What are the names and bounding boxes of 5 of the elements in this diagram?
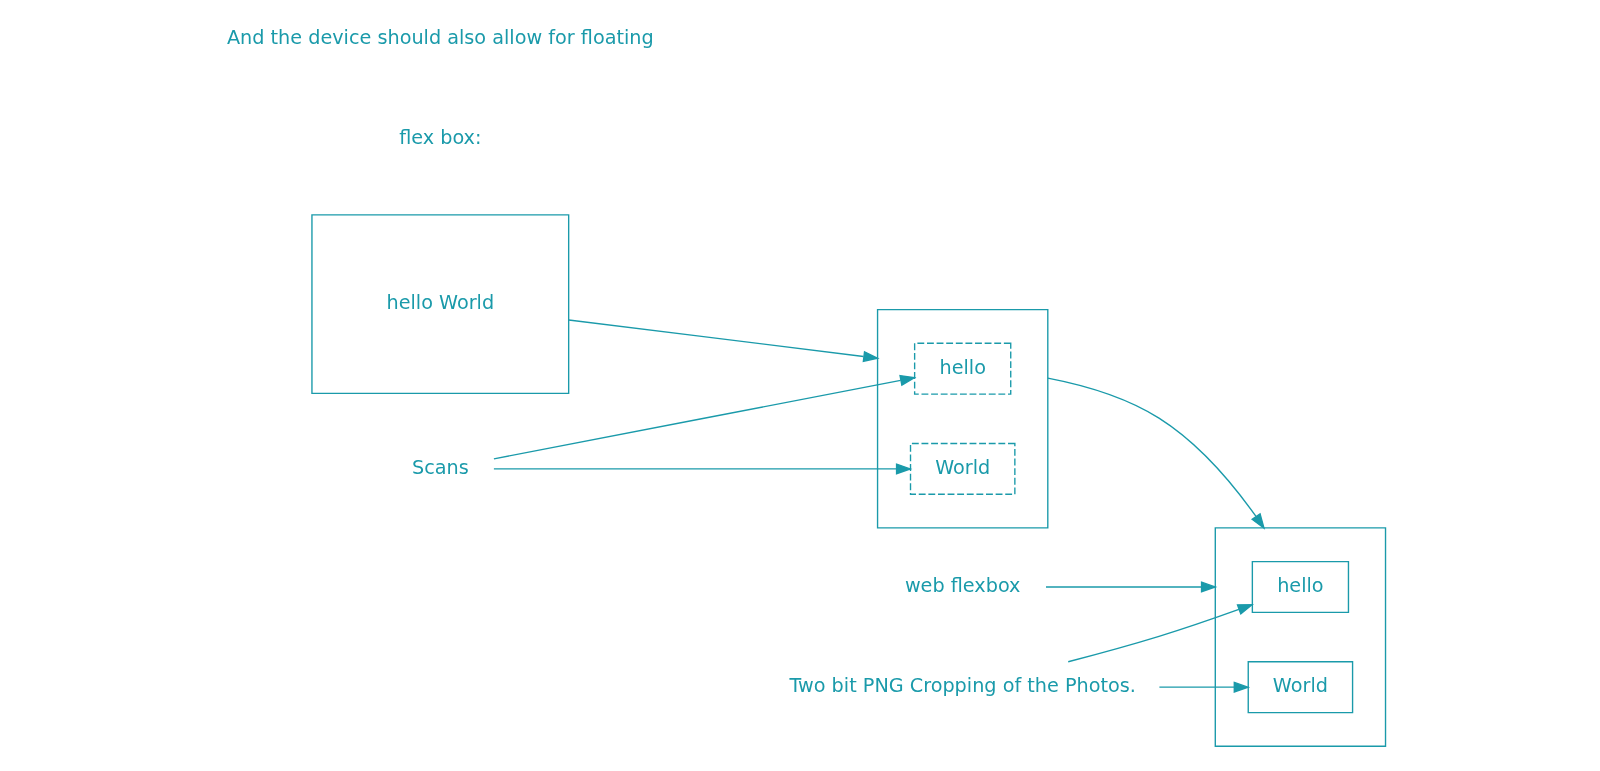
node-text: Two bit PNG Cropping of the Photos. xyxy=(789,674,1136,698)
node-text: web flexbox xyxy=(904,574,1021,598)
label: And the device should also allow for floating xyxy=(226,26,654,50)
label: flex box: xyxy=(399,126,482,150)
node-text: Scans xyxy=(411,455,469,479)
